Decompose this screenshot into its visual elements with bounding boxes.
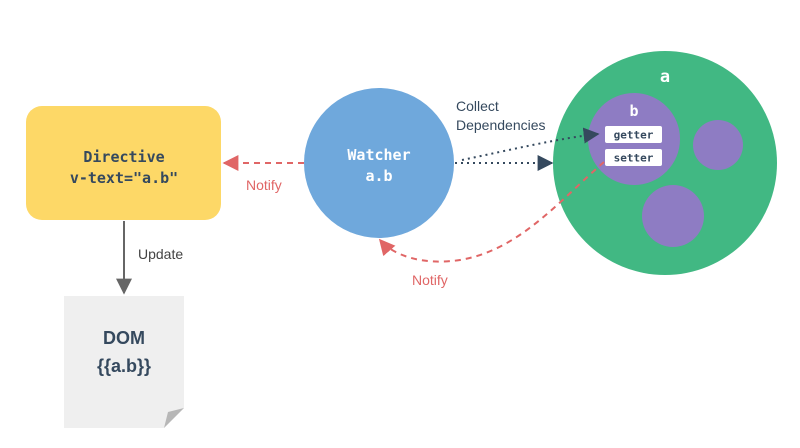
dom-node: DOM {{a.b}}: [64, 296, 184, 428]
data-object-node: a b getter setter: [553, 51, 777, 275]
watcher-node: Watcher a.b: [304, 88, 454, 238]
dom-binding: {{a.b}}: [97, 356, 151, 376]
collect-label-line1: Collect: [456, 98, 499, 114]
watcher-title: Watcher: [347, 146, 410, 164]
setter-box: [605, 149, 662, 166]
notify-directive-label: Notify: [246, 177, 282, 193]
getter-label: getter: [614, 129, 654, 142]
directive-expression: v-text="a.b": [70, 169, 178, 187]
update-label: Update: [138, 246, 183, 262]
dom-title: DOM: [103, 328, 145, 348]
getter-box: [605, 126, 662, 143]
data-object-label: a: [660, 67, 670, 87]
dom-document: [64, 296, 184, 428]
directive-node: Directive v-text="a.b": [26, 106, 221, 220]
property-circle-bottom: [642, 185, 704, 247]
watcher-expression: a.b: [365, 167, 392, 185]
directive-box: [26, 106, 221, 220]
notify-watcher-arrow: [378, 161, 605, 263]
collect-getter-arrow: [461, 127, 600, 161]
dom-page-fold: [164, 408, 184, 428]
setter-label: setter: [614, 152, 654, 165]
directive-title: Directive: [83, 148, 164, 166]
property-circle-right: [693, 120, 743, 170]
property-b-label: b: [629, 102, 638, 120]
notify-watcher-label: Notify: [412, 272, 448, 288]
collect-label-line2: Dependencies: [456, 117, 546, 133]
watcher-circle: [304, 88, 454, 238]
